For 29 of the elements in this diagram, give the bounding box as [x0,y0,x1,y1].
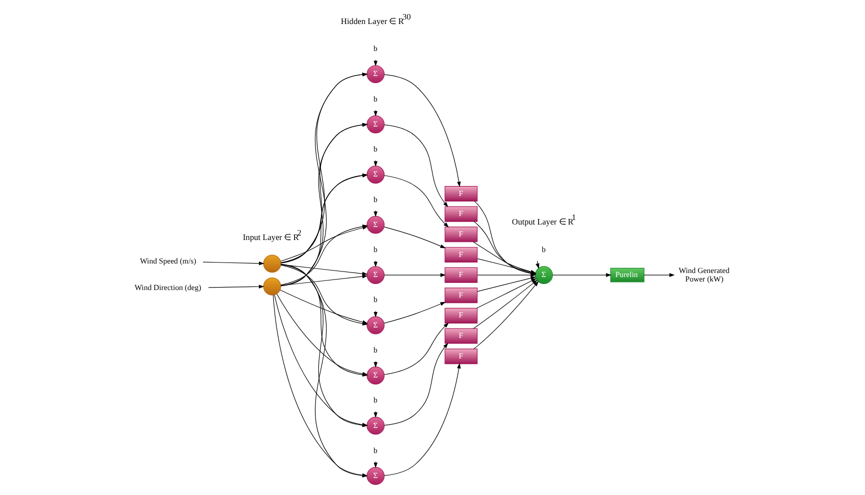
arrow [383,322,448,374]
arrow [643,272,674,276]
arrow [279,289,368,324]
arrow [476,272,536,276]
arrow [208,284,264,288]
arrow [373,109,377,116]
arrow [202,261,264,265]
arrow [373,160,377,166]
arrow [473,280,538,349]
arrow [373,210,377,216]
arrow [383,226,446,248]
node-circle [262,254,281,272]
arrow [476,278,536,308]
arrow [384,124,448,207]
arrow [383,301,446,323]
arrow [384,74,460,187]
arrow [535,260,539,268]
arrow [373,59,377,66]
arrow [384,362,460,476]
arrow [373,410,377,418]
arrow [552,272,611,276]
arrow [476,276,536,292]
arrow [383,272,446,276]
arrow [384,342,448,426]
node-circle [262,276,281,295]
arrow [280,274,368,286]
arrow [383,174,448,228]
arrow [373,310,377,317]
arrow [472,279,538,328]
